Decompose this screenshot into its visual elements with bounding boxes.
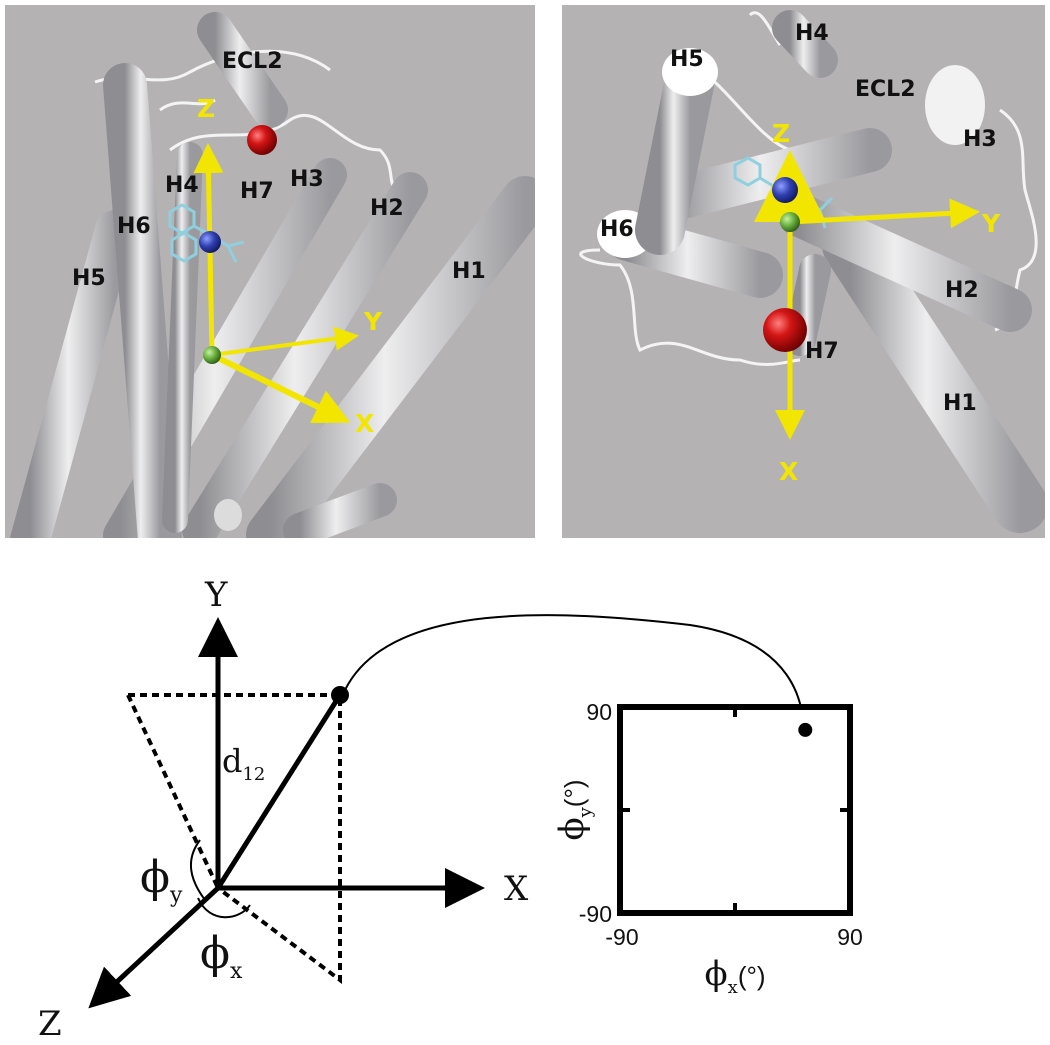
schematic-y-label: Y (204, 575, 228, 615)
left-blue-atom (199, 231, 221, 253)
helix-h2-cylinder-right (778, 193, 1032, 332)
helix-ecl2-cylinder (197, 12, 288, 128)
y-tick-top: 90 (586, 699, 612, 725)
left-label-h1: H1 (452, 259, 486, 284)
x-tick-right: 90 (837, 924, 863, 950)
right-label-h3: H3 (963, 127, 997, 152)
coordinate-schematic: Y X Z d12 ϕy ϕx (38, 575, 813, 1044)
right-label-h2: H2 (945, 278, 979, 303)
left-label-h7: H7 (240, 179, 274, 204)
plot-x-label: ϕx(°) (704, 954, 765, 998)
y-tick-bottom: -90 (579, 901, 612, 927)
helix-h4-cylinder-right (772, 10, 838, 78)
right-axis-z-label: Z (772, 119, 790, 148)
helix-h1-cylinder (246, 176, 535, 538)
mapping-arrow (344, 614, 813, 754)
helix-h2-cylinder (182, 172, 428, 538)
schematic-z-axis (88, 886, 220, 1009)
vector-endpoint (331, 686, 349, 704)
left-label-h2: H2 (370, 196, 404, 221)
left-red-atom (247, 125, 277, 155)
right-label-h7: H7 (805, 339, 839, 364)
helix-h6-cylinder (103, 63, 182, 538)
right-red-atom (763, 308, 807, 352)
plot-points (798, 722, 813, 737)
plot-frame (617, 704, 853, 916)
left-x-axis-arrow (210, 352, 351, 423)
right-loop-left (579, 248, 801, 366)
left-structure-panel: ECL2 H4 H6 H5 H7 H3 H2 H1 Z Y X (5, 5, 535, 538)
projection-plane-upper (128, 693, 342, 985)
x-tick-left: -90 (605, 924, 638, 950)
left-loop-upper (159, 98, 216, 112)
angle-x-label: ϕx (200, 928, 243, 984)
left-y-axis-arrow (211, 326, 359, 357)
right-label-h4: H4 (795, 21, 829, 46)
left-axis-x-label: X (355, 409, 374, 438)
left-label-ecl2: ECL2 (222, 49, 283, 74)
right-label-h1: H1 (943, 391, 977, 416)
angle-y-arc (189, 839, 206, 901)
right-blue-atom (772, 177, 798, 203)
left-label-h6: H6 (117, 214, 151, 239)
right-structure-panel: H4 H5 ECL2 H3 H6 H2 H7 H1 Z Y X (562, 5, 1045, 538)
helix-h4-cylinder (162, 142, 203, 533)
distance-vector (215, 693, 343, 890)
left-label-h5: H5 (72, 266, 106, 291)
right-label-h6: H6 (600, 217, 634, 242)
left-axis-z-label: Z (197, 94, 215, 123)
helix-end-cap (214, 499, 242, 531)
right-axis-x-label: X (779, 457, 798, 486)
right-label-ecl2: ECL2 (855, 77, 916, 102)
right-green-atom (780, 212, 800, 232)
right-label-h5: H5 (670, 47, 704, 72)
schematic-x-label: X (504, 869, 529, 909)
data-point-1 (798, 722, 813, 737)
left-axis-y-label: Y (363, 307, 383, 336)
helix-h5-cap (662, 48, 718, 96)
left-label-h4: H4 (165, 173, 199, 198)
helix-h1-cylinder-right (822, 217, 1045, 533)
helix-bottom-cylinder (283, 483, 397, 538)
left-green-atom (203, 346, 221, 364)
helix-ecl2-cap (925, 65, 985, 145)
helix-h5-cylinder (10, 210, 135, 538)
schematic-z-label: Z (38, 1004, 62, 1044)
left-loop-mid (169, 113, 411, 202)
helix-h5-cylinder-right (635, 55, 715, 255)
left-label-h3: H3 (290, 167, 324, 192)
right-axis-y-label: Y (981, 209, 1001, 238)
angle-x-arc (197, 897, 251, 919)
distance-label: d12 (222, 742, 265, 785)
plot-y-label: ϕy(°) (552, 779, 596, 840)
inset-angle-plot: 90 -90 -90 90 ϕx(°) ϕy(°) (552, 699, 863, 998)
angle-y-label: ϕy (140, 852, 183, 908)
